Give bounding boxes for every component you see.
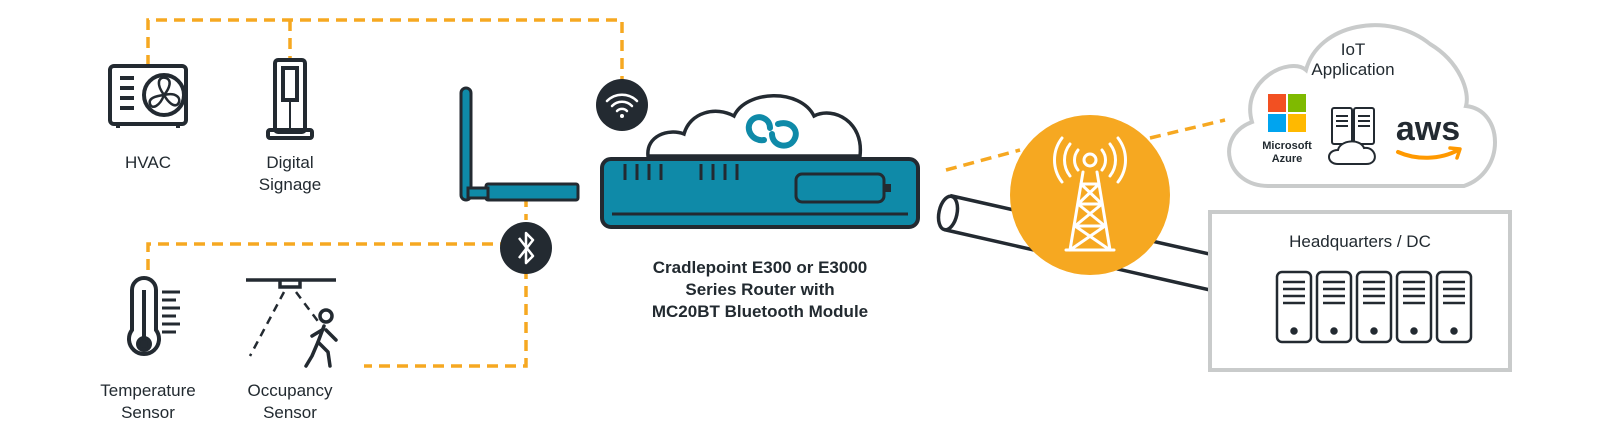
iot-label-line2: Application	[1311, 60, 1394, 79]
person-walking-icon	[304, 308, 338, 368]
server-icon	[1435, 270, 1473, 344]
wifi-badge	[596, 79, 648, 131]
signage-label-line2: Signage	[259, 175, 321, 194]
bluetooth-icon	[518, 231, 535, 265]
hvac-device: HVAC	[108, 64, 188, 172]
motion-sensor-icon	[246, 278, 336, 357]
temperature-label-line1: Temperature	[100, 381, 195, 400]
iot-application-cloud: IoT Application Microsoft Azure aws	[1227, 23, 1497, 188]
cell-tower-icon	[1052, 136, 1128, 252]
server-icon	[1395, 270, 1433, 344]
occupancy-label-line2: Sensor	[263, 403, 317, 422]
occupancy-sensor: Occupancy Sensor	[246, 278, 338, 422]
router-label-line1: Cradlepoint E300 or E3000	[653, 258, 867, 277]
hvac-label: HVAC	[125, 153, 171, 172]
router-label-line2: Series Router with	[685, 280, 834, 299]
antenna	[459, 86, 473, 202]
module-body	[484, 182, 580, 202]
aws-logo: aws	[1396, 110, 1462, 160]
fan-icon	[108, 64, 188, 128]
router-display	[794, 172, 886, 204]
azure-label: Azure	[1272, 153, 1303, 165]
signage-device: Digital Signage	[259, 58, 321, 194]
microsoft-label: Microsoft	[1262, 140, 1312, 152]
occupancy-label-line1: Occupancy	[247, 381, 333, 400]
wifi-connection-lines	[146, 18, 624, 80]
iot-label-line1: IoT	[1341, 40, 1366, 59]
wan-connection-line	[945, 118, 1226, 172]
bluetooth-module	[459, 86, 580, 202]
thermometer-icon	[127, 276, 180, 356]
router-cloud	[646, 94, 862, 158]
server-icon	[1275, 270, 1313, 344]
temperature-sensor: Temperature Sensor	[100, 276, 196, 422]
cell-tower	[1010, 115, 1170, 275]
server-icon	[1355, 270, 1393, 344]
router-label-line3: MC20BT Bluetooth Module	[652, 302, 868, 321]
server-rack	[1275, 270, 1473, 344]
headquarters-label: Headquarters / DC	[1289, 232, 1431, 251]
cloud-sync-icon	[745, 114, 799, 149]
router-vents	[623, 164, 739, 180]
cloud-outline	[1227, 23, 1497, 188]
signage-label-line1: Digital	[266, 153, 313, 172]
router: Cradlepoint E300 or E3000 Series Router …	[600, 94, 920, 321]
aws-label: aws	[1396, 110, 1460, 148]
signage-icon	[266, 58, 314, 140]
temperature-label-line2: Sensor	[121, 403, 175, 422]
bluetooth-badge	[500, 222, 552, 274]
server-cloud-icon	[1328, 107, 1376, 165]
headquarters-box: Headquarters / DC	[1208, 210, 1512, 372]
server-icon	[1315, 270, 1353, 344]
wifi-icon	[605, 93, 639, 118]
microsoft-azure-logo: Microsoft Azure	[1262, 94, 1312, 165]
